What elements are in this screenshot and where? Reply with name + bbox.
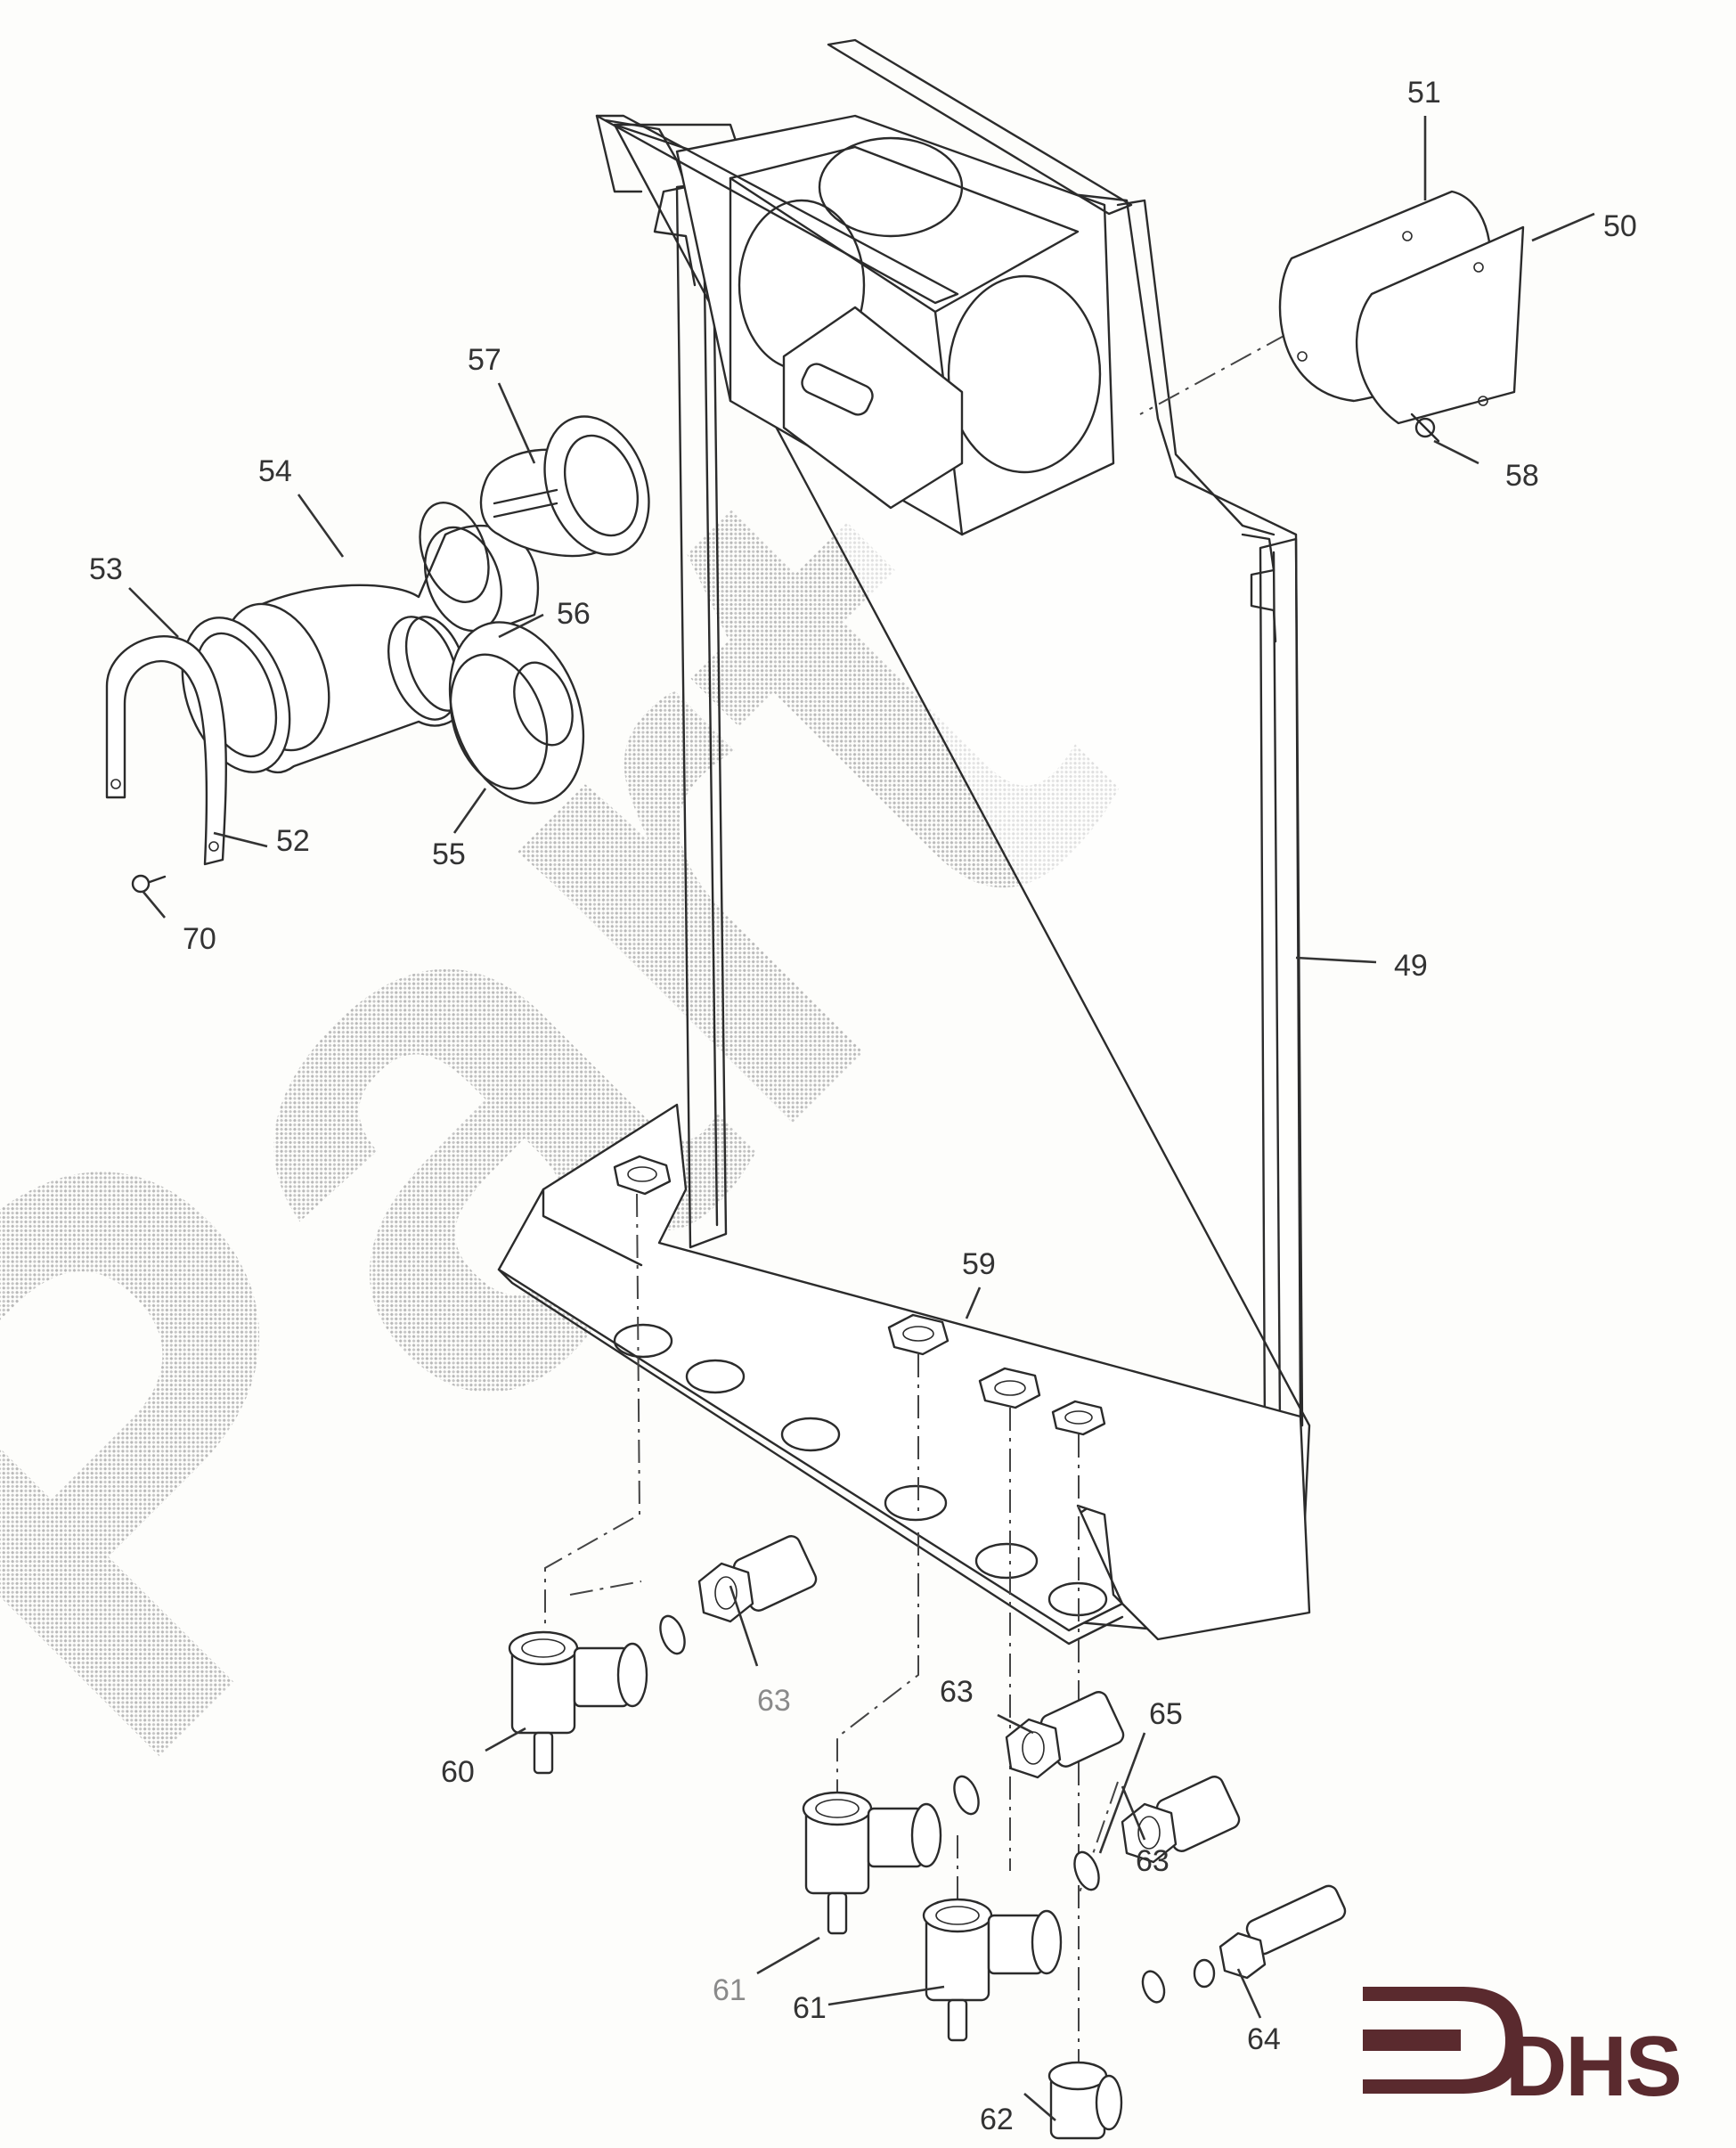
label-62: 62 bbox=[980, 2103, 1014, 2136]
part-65-washers bbox=[659, 1614, 1166, 2004]
part-62-elbow bbox=[1047, 2061, 1123, 2140]
label-49: 49 bbox=[1394, 949, 1428, 983]
tray-slots bbox=[613, 1323, 1108, 1617]
label-63-b: 63 bbox=[940, 1675, 974, 1709]
label-61-b: 61 bbox=[793, 1991, 827, 2025]
label-52: 52 bbox=[276, 824, 310, 858]
label-57: 57 bbox=[468, 343, 501, 377]
alignment-lines bbox=[544, 333, 1288, 2067]
part-49-back-frame bbox=[497, 38, 1311, 1646]
part-61-valve-a bbox=[802, 1791, 942, 1935]
part-63-pipe-nuts bbox=[697, 1535, 1241, 1864]
part-59-nuts bbox=[887, 1313, 1106, 1436]
label-55: 55 bbox=[432, 837, 466, 871]
part-57-cap bbox=[479, 415, 650, 558]
label-61-a: 61 bbox=[713, 1973, 746, 2007]
dhs-logo: DHS bbox=[1363, 1987, 1683, 2114]
label-54: 54 bbox=[258, 454, 292, 488]
part-70-screw bbox=[131, 874, 167, 894]
label-63-a: 63 bbox=[757, 1684, 791, 1718]
part-52-clamp bbox=[105, 635, 227, 866]
label-60: 60 bbox=[441, 1755, 475, 1789]
label-53: 53 bbox=[89, 552, 123, 586]
label-63-c: 63 bbox=[1136, 1844, 1170, 1878]
label-65: 65 bbox=[1149, 1697, 1183, 1731]
part-60-valve bbox=[508, 1630, 648, 1775]
part-50-51-covers bbox=[1278, 190, 1525, 443]
leader-lines bbox=[128, 116, 1595, 2121]
part-56-ring bbox=[387, 501, 490, 721]
logo-text: DHS bbox=[1505, 2019, 1681, 2114]
label-58: 58 bbox=[1505, 459, 1539, 493]
part-labels: 49 50 51 52 53 54 55 56 57 58 59 60 61 6… bbox=[89, 76, 1637, 2136]
label-56: 56 bbox=[557, 597, 591, 631]
part-64-compression-fitting bbox=[1193, 1884, 1347, 1989]
label-50: 50 bbox=[1603, 209, 1637, 243]
label-51: 51 bbox=[1407, 76, 1441, 110]
part-55-end-cap bbox=[448, 621, 585, 804]
label-70: 70 bbox=[183, 922, 216, 956]
label-59: 59 bbox=[962, 1247, 996, 1281]
label-64: 64 bbox=[1247, 2022, 1281, 2056]
part-61-valve-b bbox=[922, 1898, 1063, 2042]
logo-mark bbox=[1363, 1987, 1523, 2094]
